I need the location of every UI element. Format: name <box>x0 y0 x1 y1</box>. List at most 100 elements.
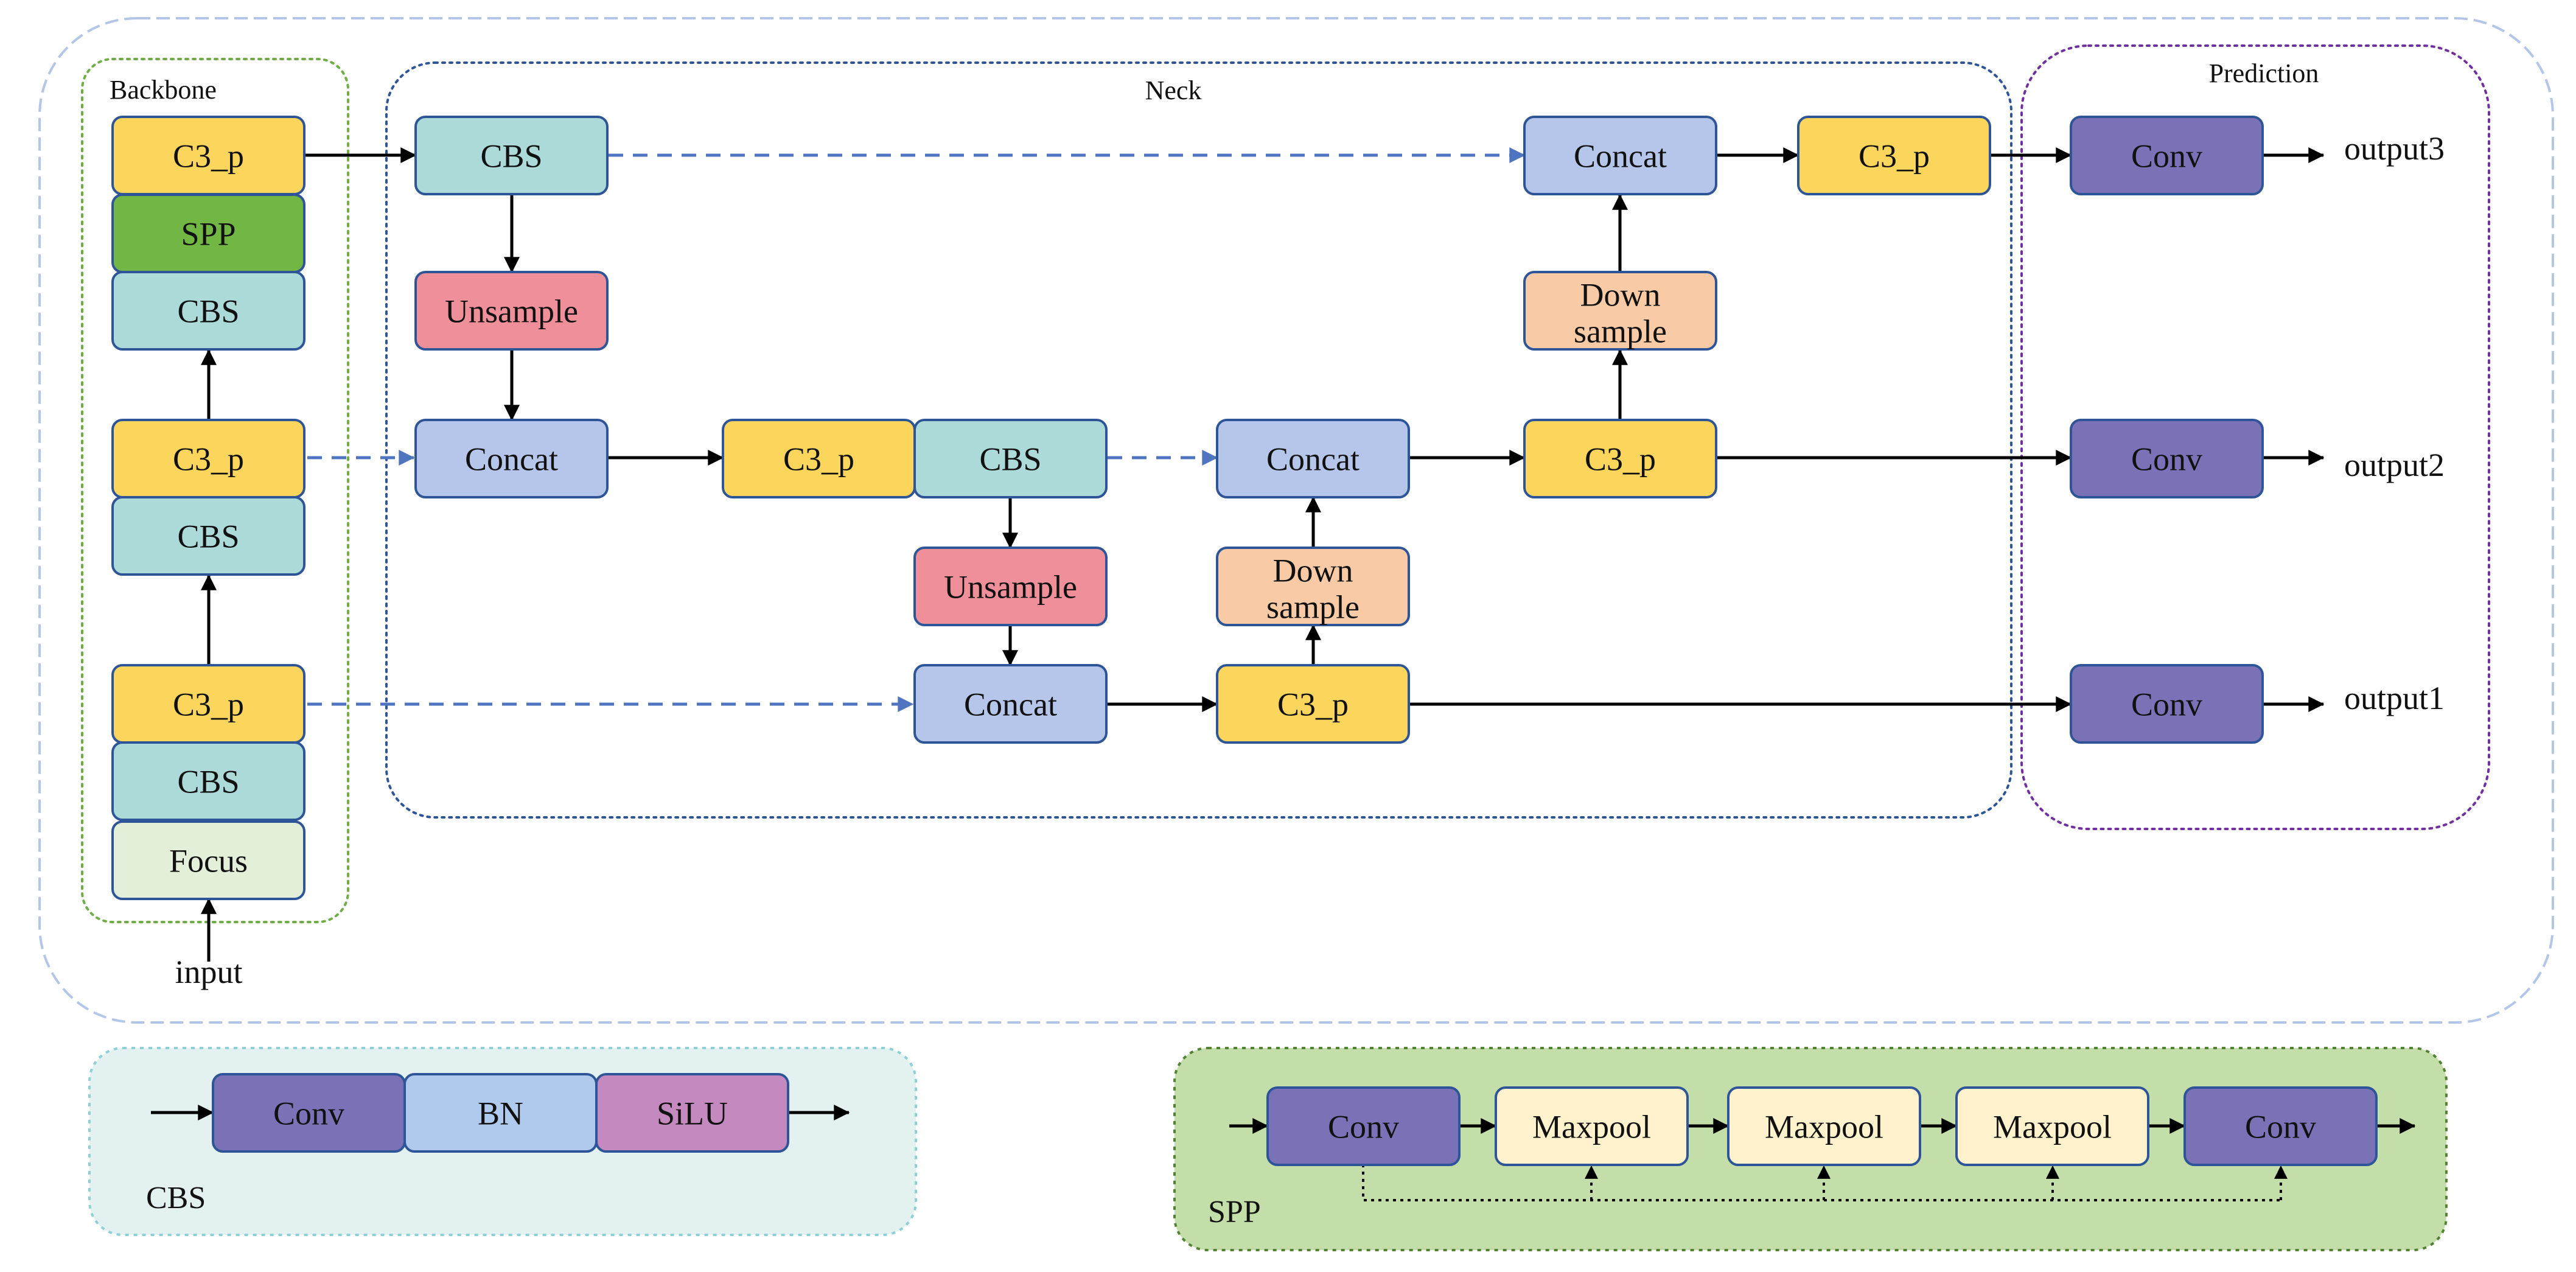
node-bb-c3p-low-label: C3_p <box>173 687 244 723</box>
node-nk-c3p-c-label: C3_p <box>1585 441 1656 478</box>
node-nk-c3p-b: C3_p <box>1216 664 1410 744</box>
node-pr-conv-3: Conv <box>2070 116 2264 195</box>
node-nk-cbs-b-box <box>913 419 1108 498</box>
legend-spp-block-2-maxpool-box <box>1727 1086 1921 1166</box>
node-pr-conv-2-box <box>2070 419 2264 498</box>
node-bb-c3p-mid: C3_p <box>111 419 305 498</box>
node-nk-concat-a: Concat <box>414 419 609 498</box>
legend-cbs-block-bn: BN <box>403 1073 598 1153</box>
node-bb-cbs-1-label: CBS <box>177 764 239 800</box>
legend-cbs-block-silu-box <box>595 1073 789 1153</box>
legend-spp-block-4-conv-box <box>2183 1086 2378 1166</box>
legend-cbs-block-silu: SiLU <box>595 1073 789 1153</box>
node-nk-concat-c-box <box>1216 419 1410 498</box>
legend-spp-block-0-conv-box <box>1266 1086 1461 1166</box>
node-bb-focus-box <box>111 820 305 900</box>
node-nk-concat-a-box <box>414 419 609 498</box>
node-nk-concat-d-box <box>1523 116 1717 195</box>
node-pr-conv-2: Conv <box>2070 419 2264 498</box>
node-nk-unsample-a-label: Unsample <box>445 293 578 330</box>
legend-spp-title: SPP <box>1208 1195 1261 1229</box>
legend-cbs-block-bn-label: BN <box>478 1096 523 1132</box>
node-nk-c3p-c-box <box>1523 419 1717 498</box>
node-bb-spp: SPP <box>111 194 305 273</box>
legend-cbs-block-conv: Conv <box>212 1073 406 1153</box>
backbone-region <box>81 58 349 923</box>
node-nk-c3p-a: C3_p <box>722 419 916 498</box>
legend-cbs-block-conv-label: Conv <box>273 1096 344 1132</box>
node-pr-conv-1-label: Conv <box>2131 687 2202 723</box>
input-label: input <box>175 954 242 990</box>
node-nk-c3p-d: C3_p <box>1797 116 1991 195</box>
node-nk-downsample-a-label-line1: Down <box>1273 553 1353 589</box>
node-nk-c3p-b-label: C3_p <box>1277 687 1349 723</box>
node-nk-concat-c: Concat <box>1216 419 1410 498</box>
legend-spp-block-1-maxpool-box <box>1495 1086 1689 1166</box>
legend-cbs-block-silu-label: SiLU <box>657 1096 728 1132</box>
node-pr-conv-1: Conv <box>2070 664 2264 744</box>
node-bb-cbs-1-box <box>111 741 305 821</box>
backbone-label: Backbone <box>110 75 217 105</box>
node-nk-cbs-a: CBS <box>414 116 609 195</box>
legend-spp-block-3-maxpool-box <box>1955 1086 2149 1166</box>
output2-label: output2 <box>2344 447 2445 483</box>
legend-spp-block-4-conv-label: Conv <box>2245 1109 2316 1145</box>
legend-spp-block-2-maxpool-label: Maxpool <box>1765 1109 1883 1145</box>
node-bb-cbs-2: CBS <box>111 496 305 576</box>
node-bb-cbs-3-label: CBS <box>177 293 239 330</box>
node-nk-unsample-b-box <box>913 547 1108 626</box>
node-bb-cbs-2-box <box>111 496 305 576</box>
node-pr-conv-1-box <box>2070 664 2264 744</box>
legend-spp-block-0-conv: Conv <box>1266 1086 1461 1166</box>
node-nk-cbs-b-label: CBS <box>979 441 1041 478</box>
node-nk-cbs-a-label: CBS <box>480 138 542 175</box>
node-nk-c3p-d-box <box>1797 116 1991 195</box>
node-nk-unsample-b-label: Unsample <box>944 569 1077 606</box>
prediction-label: Prediction <box>2209 58 2319 88</box>
edges <box>151 147 2416 1201</box>
node-nk-concat-b-box <box>913 664 1108 744</box>
legend-spp-block-4-conv: Conv <box>2183 1086 2378 1166</box>
node-bb-cbs-3-box <box>111 271 305 351</box>
node-bb-c3p-top: C3_p <box>111 116 305 195</box>
node-nk-unsample-a: Unsample <box>414 271 609 351</box>
node-nk-c3p-a-label: C3_p <box>783 441 854 478</box>
legend-spp-block-1-maxpool: Maxpool <box>1495 1086 1689 1166</box>
node-nk-downsample-b-box <box>1523 271 1717 351</box>
node-pr-conv-2-label: Conv <box>2131 441 2202 478</box>
node-bb-cbs-2-label: CBS <box>177 519 239 555</box>
node-nk-unsample-a-box <box>414 271 609 351</box>
output1-label: output1 <box>2344 680 2445 716</box>
legend-spp-block-2-maxpool: Maxpool <box>1727 1086 1921 1166</box>
node-bb-spp-label: SPP <box>181 216 236 253</box>
node-bb-c3p-mid-label: C3_p <box>173 441 244 478</box>
node-pr-conv-3-label: Conv <box>2131 138 2202 175</box>
node-pr-conv-3-box <box>2070 116 2264 195</box>
node-nk-c3p-c: C3_p <box>1523 419 1717 498</box>
node-nk-unsample-b: Unsample <box>913 547 1108 626</box>
node-nk-c3p-b-box <box>1216 664 1410 744</box>
legend-spp-block-3-maxpool: Maxpool <box>1955 1086 2149 1166</box>
prediction-region <box>2020 44 2490 830</box>
node-nk-downsample-a-box <box>1216 547 1410 626</box>
legend-spp-block-1-maxpool-label: Maxpool <box>1532 1109 1651 1145</box>
node-nk-cbs-a-box <box>414 116 609 195</box>
node-nk-cbs-b: CBS <box>913 419 1108 498</box>
node-bb-c3p-low: C3_p <box>111 664 305 744</box>
node-bb-c3p-top-label: C3_p <box>173 138 244 175</box>
node-nk-concat-b-label: Concat <box>964 687 1057 723</box>
node-nk-concat-d-label: Concat <box>1574 138 1667 175</box>
node-nk-downsample-a-label-line2: sample <box>1266 589 1360 626</box>
legend-spp-block-3-maxpool-label: Maxpool <box>1993 1109 2112 1145</box>
node-nk-downsample-b-label-line1: Down <box>1580 277 1661 313</box>
node-nk-concat-b: Concat <box>913 664 1108 744</box>
node-bb-cbs-1: CBS <box>111 741 305 821</box>
node-nk-downsample-b-label-line2: sample <box>1574 313 1667 350</box>
node-bb-cbs-3: CBS <box>111 271 305 351</box>
node-bb-focus: Focus <box>111 820 305 900</box>
legend-spp-block-0-conv-label: Conv <box>1328 1109 1399 1145</box>
neck-label: Neck <box>1145 75 1202 105</box>
